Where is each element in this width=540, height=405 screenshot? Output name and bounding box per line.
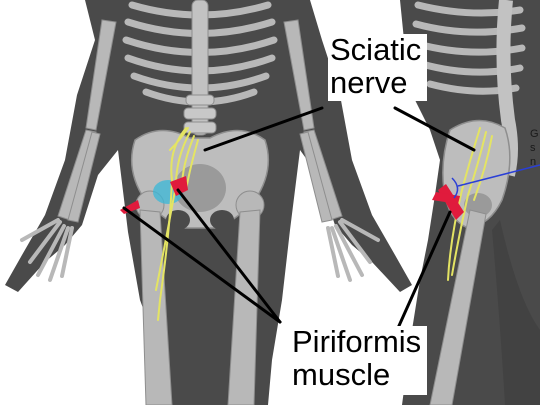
- front-vertebrae: [183, 94, 217, 134]
- piriformis-muscle-right: [170, 176, 188, 196]
- cut-off-line2: s: [530, 141, 536, 154]
- piriformis-pointer-side: [396, 210, 452, 330]
- cut-off-label: G s n: [530, 128, 539, 169]
- front-femurs: [135, 190, 265, 405]
- side-sciatic-nerve: [447, 127, 493, 281]
- piriformis-muscle-side-cross: [432, 192, 460, 204]
- sciatic-nerve-label: Sciatic nerve: [328, 32, 428, 102]
- sciatic-pointer-side: [393, 106, 476, 152]
- side-femur: [429, 209, 487, 405]
- cut-off-line3: n: [530, 155, 537, 168]
- piriformis-muscle-line2: muscle: [292, 356, 391, 392]
- sciatic-nerve-line1: Sciatic: [330, 32, 422, 67]
- front-hands: [20, 218, 380, 282]
- side-spine: [496, 0, 518, 177]
- front-obturator-left: [166, 210, 190, 230]
- side-figure: [400, 0, 540, 405]
- sciatic-pointer-front: [203, 106, 324, 152]
- piriformis-pointer-front: [176, 188, 282, 324]
- piriformis-muscle-line1: Piriformis: [292, 324, 422, 359]
- cut-off-line1: G: [530, 128, 539, 140]
- front-obturator-right: [210, 210, 234, 230]
- pointer-lines: [122, 106, 476, 330]
- piriformis-muscle-label: Piriformis muscle: [288, 324, 428, 396]
- front-figure: [5, 0, 412, 405]
- piriformis-pointer-left: [122, 206, 282, 324]
- cut-bracket: [451, 164, 540, 199]
- front-arm-bones: [57, 19, 343, 223]
- sciatic-nerve-line2: nerve: [330, 64, 408, 100]
- side-thigh-back: [492, 220, 540, 405]
